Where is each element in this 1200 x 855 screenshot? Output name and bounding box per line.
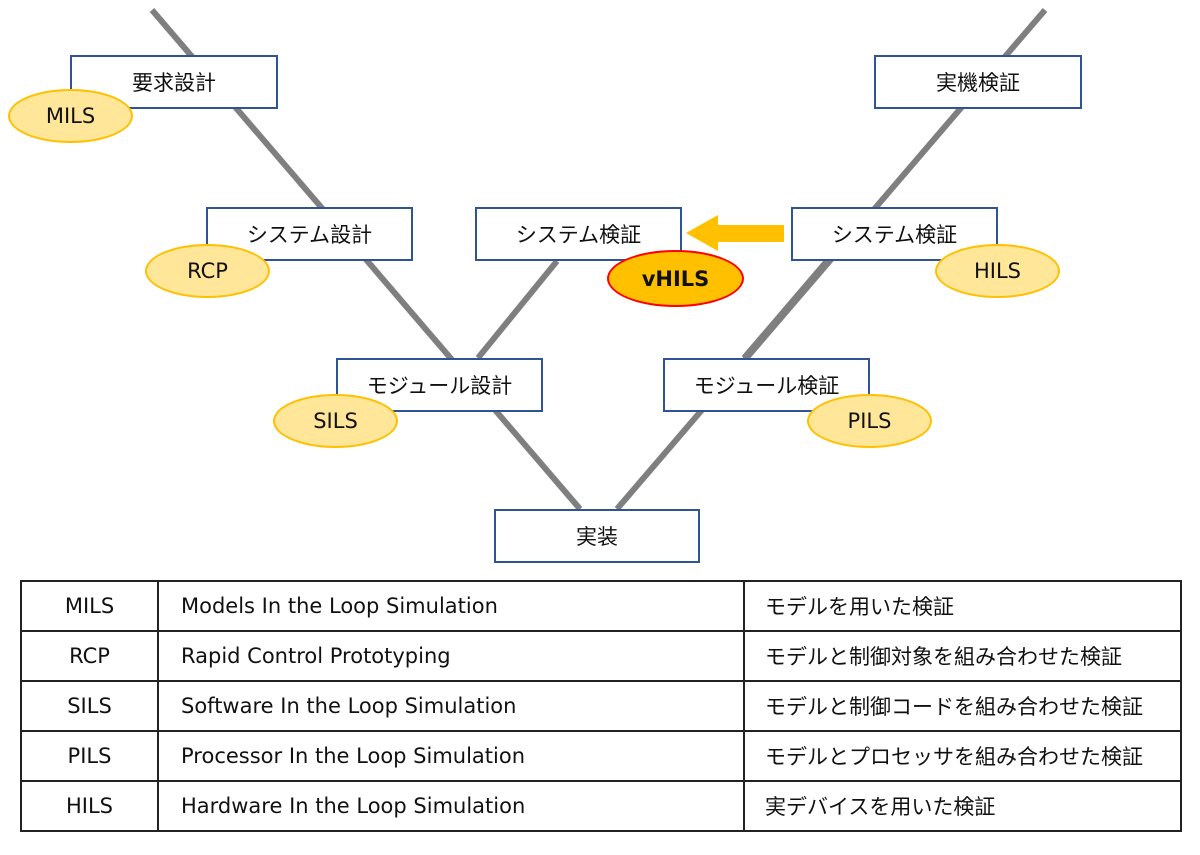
full-name-cell: Models In the Loop Simulation [157, 580, 745, 632]
description-cell: モデルと制御コードを組み合わせた検証 [743, 680, 1182, 732]
real-machine-verification-box: 実機検証 [874, 55, 1082, 109]
requirements-design-box: 要求設計 [70, 55, 278, 109]
full-name-cell: Hardware In the Loop Simulation [157, 780, 745, 832]
rcp-oval: RCP [145, 244, 270, 298]
table-row: PILS Processor In the Loop Simulation モデ… [20, 730, 1182, 782]
abbr-cell: PILS [20, 730, 159, 782]
table-row: MILS Models In the Loop Simulation モデルを用… [20, 580, 1182, 632]
description-cell: モデルと制御対象を組み合わせた検証 [743, 630, 1182, 682]
sils-oval: SILS [273, 394, 398, 448]
abbr-cell: MILS [20, 580, 159, 632]
module-design-box: モジュール設計 [336, 358, 543, 412]
table-row: RCP Rapid Control Prototyping モデルと制御対象を組… [20, 630, 1182, 682]
vhils-oval: vHILS [607, 250, 744, 307]
legend-table: MILS Models In the Loop Simulation モデルを用… [20, 580, 1182, 832]
table-row: SILS Software In the Loop Simulation モデル… [20, 680, 1182, 732]
implementation-box: 実装 [494, 509, 700, 563]
inner-left-line [475, 259, 560, 360]
table-row: HILS Hardware In the Loop Simulation 実デバ… [20, 780, 1182, 832]
system-verification-box-center: システム検証 [475, 207, 682, 261]
mils-oval: MILS [8, 89, 133, 143]
description-cell: モデルとプロセッサを組み合わせた検証 [743, 730, 1182, 782]
abbr-cell: RCP [20, 630, 159, 682]
full-name-cell: Processor In the Loop Simulation [157, 730, 745, 782]
pils-oval: PILS [807, 394, 932, 448]
abbr-cell: SILS [20, 680, 159, 732]
full-name-cell: Rapid Control Prototyping [157, 630, 745, 682]
description-cell: 実デバイスを用いた検証 [743, 780, 1182, 832]
abbr-cell: HILS [20, 780, 159, 832]
full-name-cell: Software In the Loop Simulation [157, 680, 745, 732]
left-arrow-icon [686, 215, 784, 251]
inner-right-line [741, 259, 830, 360]
description-cell: モデルを用いた検証 [743, 580, 1182, 632]
hils-oval: HILS [935, 244, 1060, 298]
